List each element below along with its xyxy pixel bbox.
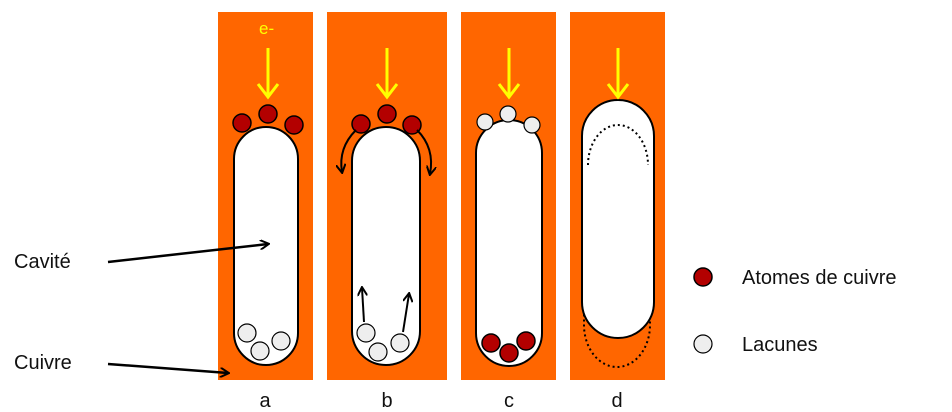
- vacancy: [272, 332, 290, 350]
- vacancy: [477, 114, 493, 130]
- panel-label-c: c: [504, 390, 514, 412]
- legend-vacancy-swatch: [694, 335, 712, 353]
- vacancy: [391, 334, 409, 352]
- copper-atom: [285, 116, 303, 134]
- cavity-label: Cavité: [14, 251, 71, 273]
- vacancy: [500, 106, 516, 122]
- legend: Atomes de cuivre Lacunes: [694, 267, 897, 356]
- legend-atom-swatch: [694, 268, 712, 286]
- electron-label: e-: [259, 19, 274, 38]
- copper-atom: [259, 105, 277, 123]
- vacancy: [251, 342, 269, 360]
- panel-c: [461, 12, 556, 380]
- copper-pointer-arrow: [108, 364, 228, 373]
- copper-atom: [517, 332, 535, 350]
- copper-atom: [482, 334, 500, 352]
- copper-atom: [500, 344, 518, 362]
- panel-label-b: b: [381, 390, 392, 412]
- vacancy: [369, 343, 387, 361]
- panel-d: [570, 12, 665, 380]
- copper-label: Cuivre: [14, 352, 72, 374]
- panel-b: [327, 12, 447, 380]
- panel-label-d: d: [611, 390, 622, 412]
- panel-label-a: a: [259, 390, 271, 412]
- legend-vacancies-label: Lacunes: [742, 334, 818, 356]
- cavity: [582, 100, 654, 338]
- copper-atom: [233, 114, 251, 132]
- legend-atoms-label: Atomes de cuivre: [742, 267, 897, 289]
- cavity: [476, 120, 542, 366]
- panel-a: e-: [218, 12, 313, 380]
- copper-atom: [378, 105, 396, 123]
- vacancy: [357, 324, 375, 342]
- vacancy: [238, 324, 256, 342]
- vacancy: [524, 117, 540, 133]
